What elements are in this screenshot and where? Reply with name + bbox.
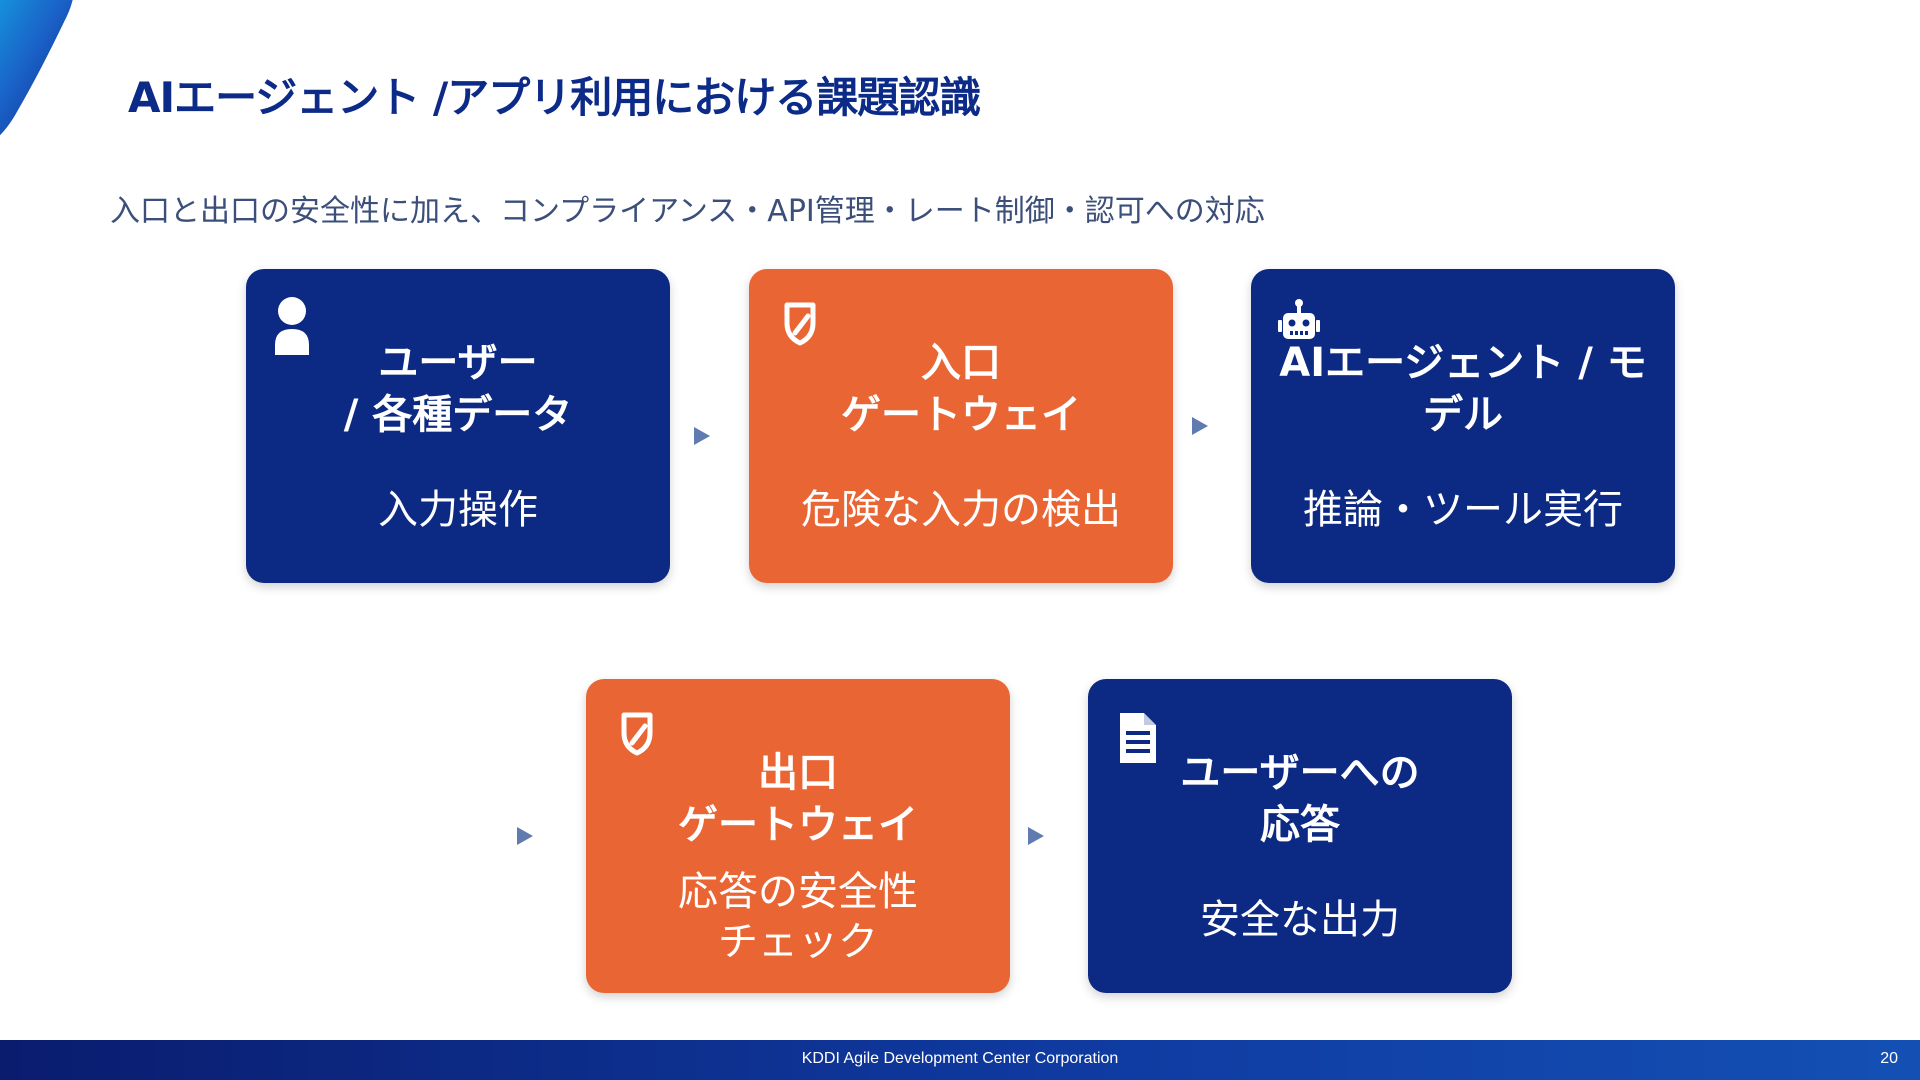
flow-arrow: [517, 827, 533, 845]
card-title: ユーザー / 各種データ: [343, 340, 573, 438]
card-description: 危険な入力の検出: [801, 487, 1121, 533]
document-icon: [1120, 713, 1156, 763]
corner-decoration: [0, 0, 73, 136]
footer-company: KDDI Agile Development Center Corporatio…: [801, 1050, 1119, 1067]
card-description: 入力操作: [378, 487, 538, 533]
flow-card-user-response: ユーザーへの 応答 安全な出力: [1088, 679, 1512, 993]
card-description: 安全な出力: [1200, 897, 1400, 943]
card-title: 出口 ゲートウェイ: [678, 750, 918, 848]
flow-arrow: [1028, 827, 1044, 845]
page-subtitle: 入口と出口の安全性に加え、コンプライアンス・API管理・レート制御・認可への対応: [110, 194, 1265, 229]
card-title: ユーザーへの 応答: [1180, 750, 1420, 848]
flow-card-ai-agent: AIエージェント / モ デル 推論・ツール実行: [1251, 269, 1675, 583]
flow-card-exit-gateway: 出口 ゲートウェイ 応答の安全性 チェック: [586, 679, 1010, 993]
flow-card-entry-gateway: 入口 ゲートウェイ 危険な入力の検出: [749, 269, 1173, 583]
robot-icon: [1278, 299, 1320, 339]
card-description: 応答の安全性 チェック: [678, 869, 918, 965]
card-title: 入口 ゲートウェイ: [841, 340, 1081, 438]
page-number: 20: [1880, 1050, 1898, 1067]
flow-card-user: ユーザー / 各種データ 入力操作: [246, 269, 670, 583]
flow-arrow: [1192, 417, 1208, 435]
flow-arrow: [694, 427, 710, 445]
shield-icon: [784, 302, 816, 346]
footer-bar: KDDI Agile Development Center Corporatio…: [0, 1040, 1920, 1080]
shield-icon: [621, 712, 653, 756]
card-title: AIエージェント / モ デル: [1279, 340, 1647, 438]
user-icon: [275, 297, 309, 355]
page-title: AIエージェント /アプリ利用における課題認識: [128, 73, 981, 122]
card-description: 推論・ツール実行: [1303, 487, 1623, 533]
